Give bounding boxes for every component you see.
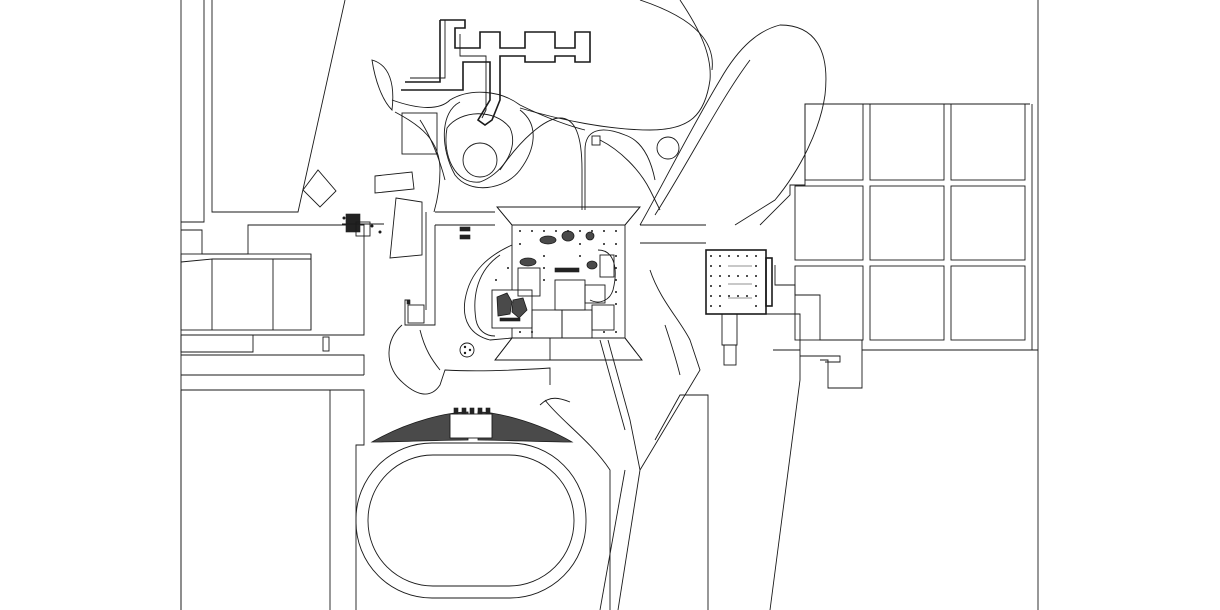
west-center-buildings <box>342 197 436 326</box>
south-central-paths <box>388 269 709 610</box>
central-building-columns <box>495 230 617 333</box>
stadium-grandstand <box>370 407 574 443</box>
running-track <box>355 442 587 599</box>
east-building-columns <box>710 255 757 307</box>
small-pavilion <box>342 213 384 237</box>
east-curve-road <box>639 24 827 226</box>
east-building <box>705 249 841 610</box>
central-building <box>463 206 643 361</box>
loop-drive <box>371 59 586 213</box>
east-grid <box>759 103 1038 389</box>
connector-corridors <box>435 211 706 244</box>
north-paths <box>499 0 713 211</box>
west-road <box>180 354 365 610</box>
west-building <box>180 253 330 353</box>
north-wing-building <box>401 19 591 126</box>
west-parcel <box>181 0 415 336</box>
